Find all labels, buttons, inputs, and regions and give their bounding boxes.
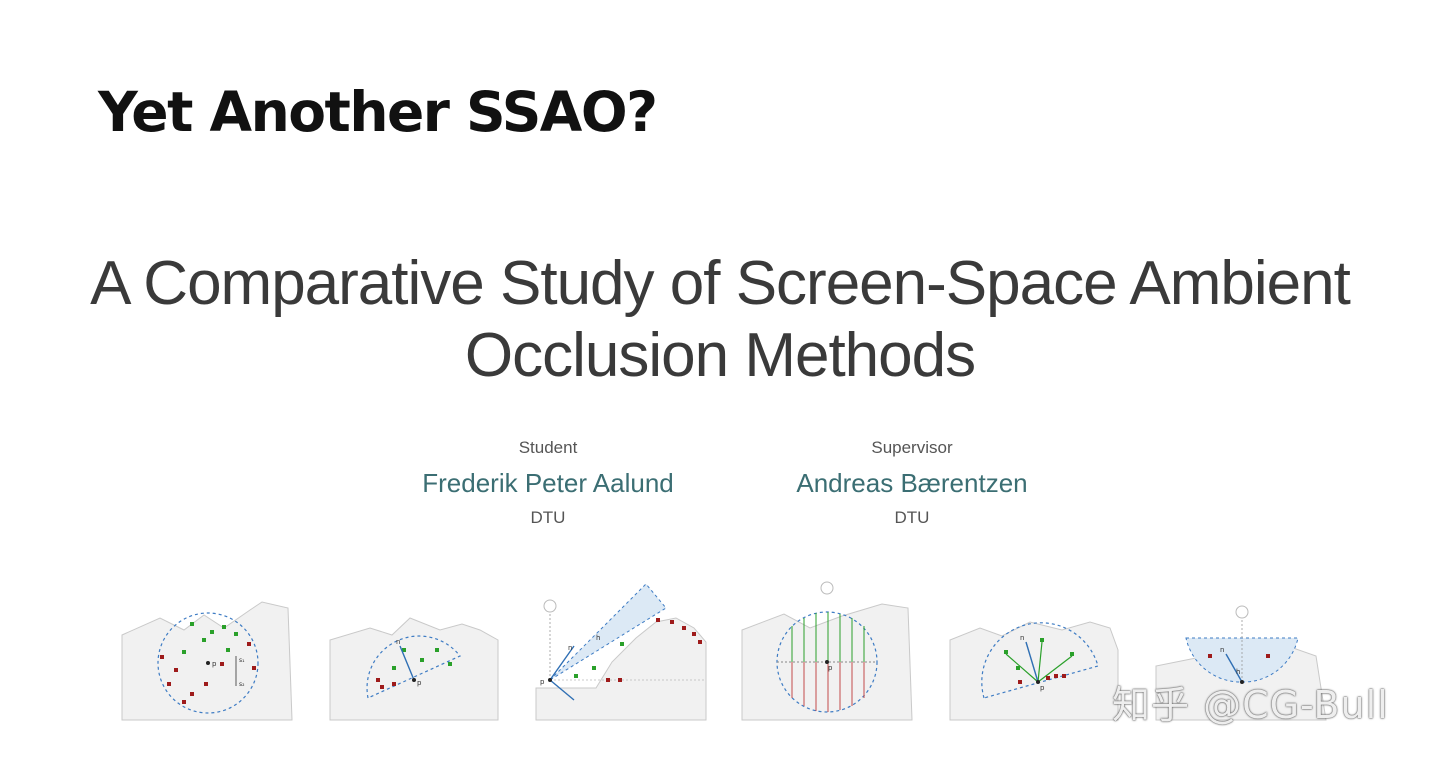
paper-title-line-2: Occlusion Methods [464,321,976,390]
sample-ray [1037,641,1043,683]
occluded-samples [1208,654,1270,658]
label-h: h [596,634,600,642]
visible-sample-lines [791,612,865,662]
point-p [1036,680,1040,684]
normal-vector [549,645,575,681]
label-p: p [417,679,422,687]
label-p: p [1040,684,1045,692]
paper-title-line-1: A Comparative Study of Screen-Space Ambi… [90,249,1351,318]
label-p: p [828,664,833,672]
figure-hemisphere-sampling: p n [329,617,499,721]
scene-geometry [121,601,293,721]
sample-ray [1037,655,1073,683]
figure-cone-sampling: n h [1155,605,1327,721]
label-h: h [1236,668,1240,676]
occluded-samples [160,642,256,704]
watermark: 知乎 @CG-Bull [1112,683,1389,727]
supervisor-role-label: Supervisor [871,438,953,457]
student-role-label: Student [518,438,578,457]
occluded-samples [1018,674,1066,684]
normal-vector [399,645,415,681]
visible-samples [1004,638,1074,670]
horizon-cone [549,583,667,681]
light-source-icon [820,581,834,595]
paper-title: A Comparative Study of Screen-Space Ambi… [0,248,1440,392]
label-p: p [540,678,545,686]
normal-vector [1225,653,1243,683]
normal-vector [1025,641,1039,683]
point-p [412,678,416,682]
occluded-samples [606,618,702,682]
supervisor-affiliation: DTU [894,508,930,527]
figure-ray-marching: p n [949,621,1119,721]
label-n: n [568,644,572,652]
label-p: p [212,660,217,668]
supervisor-block: Supervisor Andreas Bærentzen DTU [742,436,1082,530]
ssao-method-figures: p s₁ s₂ p n [121,581,1327,721]
label-s1: s₁ [239,657,245,664]
supervisor-name: Andreas Bærentzen [796,468,1028,498]
tangent-vector [549,679,575,701]
figure-horizon-based: p n h [535,583,707,721]
scene-geometry [329,617,499,721]
visible-samples [574,642,624,678]
light-source-icon [543,599,557,613]
label-n: n [396,638,400,646]
light-source-icon [1235,605,1249,619]
occluded-samples [376,678,396,689]
student-affiliation: DTU [530,508,566,527]
figure-sphere-sampling: p s₁ s₂ [121,601,293,721]
occluded-sample-lines [791,662,865,712]
sampling-hemisphere [981,622,1099,699]
visible-samples [182,622,238,654]
figure-volumetric-sampling: p [741,581,913,721]
label-n: n [1020,634,1024,642]
visible-samples [392,648,452,670]
label-n: n [1220,646,1224,654]
student-name: Frederik Peter Aalund [422,468,674,498]
label-s2: s₂ [239,681,245,688]
slide-title: Yet Another SSAO? [98,80,658,144]
sample-ray [1005,653,1039,683]
point-p [548,678,552,682]
student-block: Student Frederik Peter Aalund DTU [378,436,718,530]
point-p [206,661,210,665]
point-p [1240,680,1244,684]
point-p [825,660,829,664]
sampling-hemisphere [366,635,461,699]
sampling-sphere [157,612,259,714]
